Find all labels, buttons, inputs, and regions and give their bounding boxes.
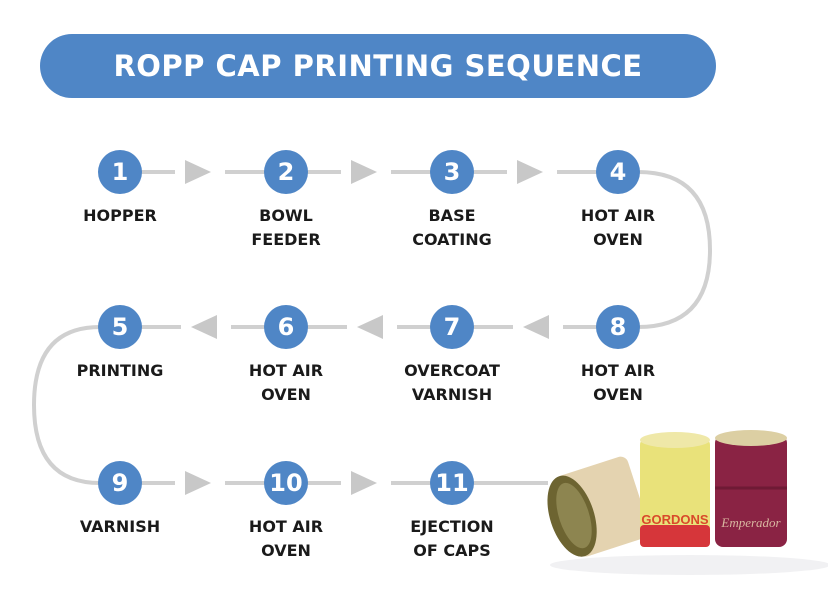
step-number-badge: 1 [98,150,142,194]
step-number-badge: 9 [98,461,142,505]
ropp-caps-image: GORDONS Emperador [547,430,828,575]
step-label: PRINTING [76,361,164,380]
step-number-badge: 3 [430,150,474,194]
step-number-badge: 11 [430,461,474,505]
step-label: HOPPER [83,206,157,225]
arrow-left-icon [523,315,549,339]
step-number-badge: 7 [430,305,474,349]
arrow-left-icon [357,315,383,339]
step-number-badge: 6 [264,305,308,349]
svg-text:Emperador: Emperador [720,515,781,530]
arrow-right-icon [185,160,211,184]
step-label: VARNISH [79,517,161,536]
arrow-left-icon [191,315,217,339]
step-9: 9 VARNISH [50,461,190,539]
arrow-right-icon [351,471,377,495]
step-1: 1 HOPPER [50,150,190,228]
step-number-badge: 4 [596,150,640,194]
connector-curve-left [31,325,101,485]
svg-text:GORDONS: GORDONS [641,512,709,527]
page-title: ROPP CAP PRINTING SEQUENCE [40,34,716,98]
arrow-right-icon [351,160,377,184]
step-number-badge: 5 [98,305,142,349]
step-number-badge: 8 [596,305,640,349]
connector-curve-right [637,170,713,329]
arrow-right-icon [517,160,543,184]
arrow-right-icon [185,471,211,495]
step-number-badge: 2 [264,150,308,194]
step-number-badge: 10 [264,461,308,505]
step-5: 5 PRINTING [50,305,190,383]
